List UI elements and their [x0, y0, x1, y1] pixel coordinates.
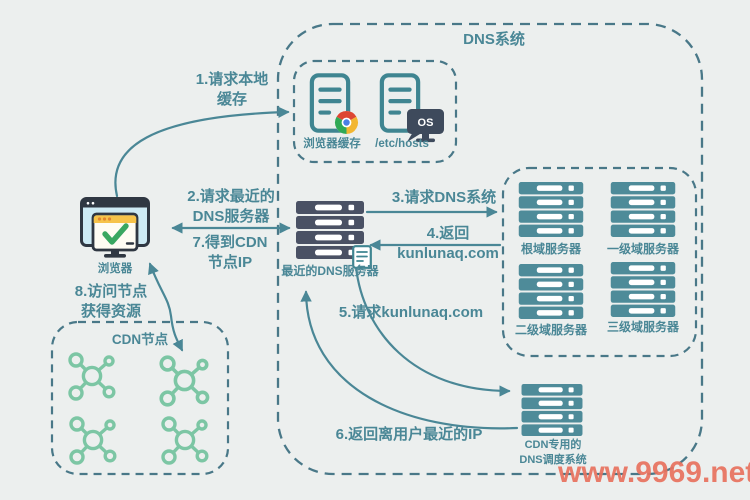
os-monitor-icon: OS [407, 109, 444, 143]
cdn-node-icon [67, 414, 119, 466]
step5-label: 5.请求kunlunaq.com [338, 304, 484, 321]
os-badge-text: OS [418, 117, 434, 129]
step8-label: 8.访问节点 获得资源 [74, 283, 148, 320]
dns-system-title: DNS系统 [463, 31, 525, 48]
cdn-nodes-box [50, 320, 230, 476]
dns-record-doc-icon [352, 245, 372, 269]
step2-label: 2.请求最近的 DNS服务器 [187, 188, 275, 225]
browser-icon [80, 197, 150, 258]
cdn-node-icon [66, 350, 118, 402]
cdn-dns-scheduler-icon [518, 384, 586, 436]
arrow-step6-cdndns-to-localdns [300, 290, 519, 430]
local-dns-label: 最近的DNS服务器 [281, 264, 379, 278]
arrow-step8-browser-cdnnode [148, 262, 184, 352]
step6-label: 6.返回离用户最近的IP [335, 426, 483, 443]
root-domain-server-label: 根域服务器 [520, 242, 581, 256]
root-domain-server-icon [517, 182, 585, 237]
chrome-icon [335, 111, 358, 134]
step3-label: 3.请求DNS系统 [391, 189, 497, 206]
arrow-step5-localdns-to-cdndns [354, 265, 511, 397]
domain-servers-box [501, 166, 698, 358]
browser-label: 浏览器 [97, 263, 133, 275]
cdn-node-icon [157, 353, 212, 408]
second-level-server-label: 二级域服务器 [514, 323, 587, 337]
second-level-server-icon [517, 264, 585, 319]
third-level-server-icon [609, 262, 677, 317]
third-level-server-label: 三级域服务器 [606, 320, 679, 334]
step1-label: 1.请求本地 缓存 [195, 71, 269, 108]
cdn-dns-scheduler-label: CDN专用的 DNS调度系统 [519, 439, 587, 466]
step4-label: 4.返回 kunlunaq.com [397, 225, 499, 262]
tld-server-label: 一级域服务器 [606, 242, 679, 256]
local-cache-box [292, 59, 458, 164]
dns-system-box [276, 22, 704, 476]
etc-hosts-label: /etc/hosts [375, 138, 429, 150]
cdn-node-icon [159, 414, 211, 466]
watermark: www.9969.net [558, 456, 750, 489]
step7-label: 7.得到CDN 节点IP [192, 234, 268, 271]
tld-server-icon [609, 182, 677, 237]
browser-cache-label: 浏览器缓存 [303, 138, 361, 150]
arrow-step1-browser-to-cache [114, 106, 290, 198]
cdn-nodes-title: CDN节点 [111, 332, 169, 347]
